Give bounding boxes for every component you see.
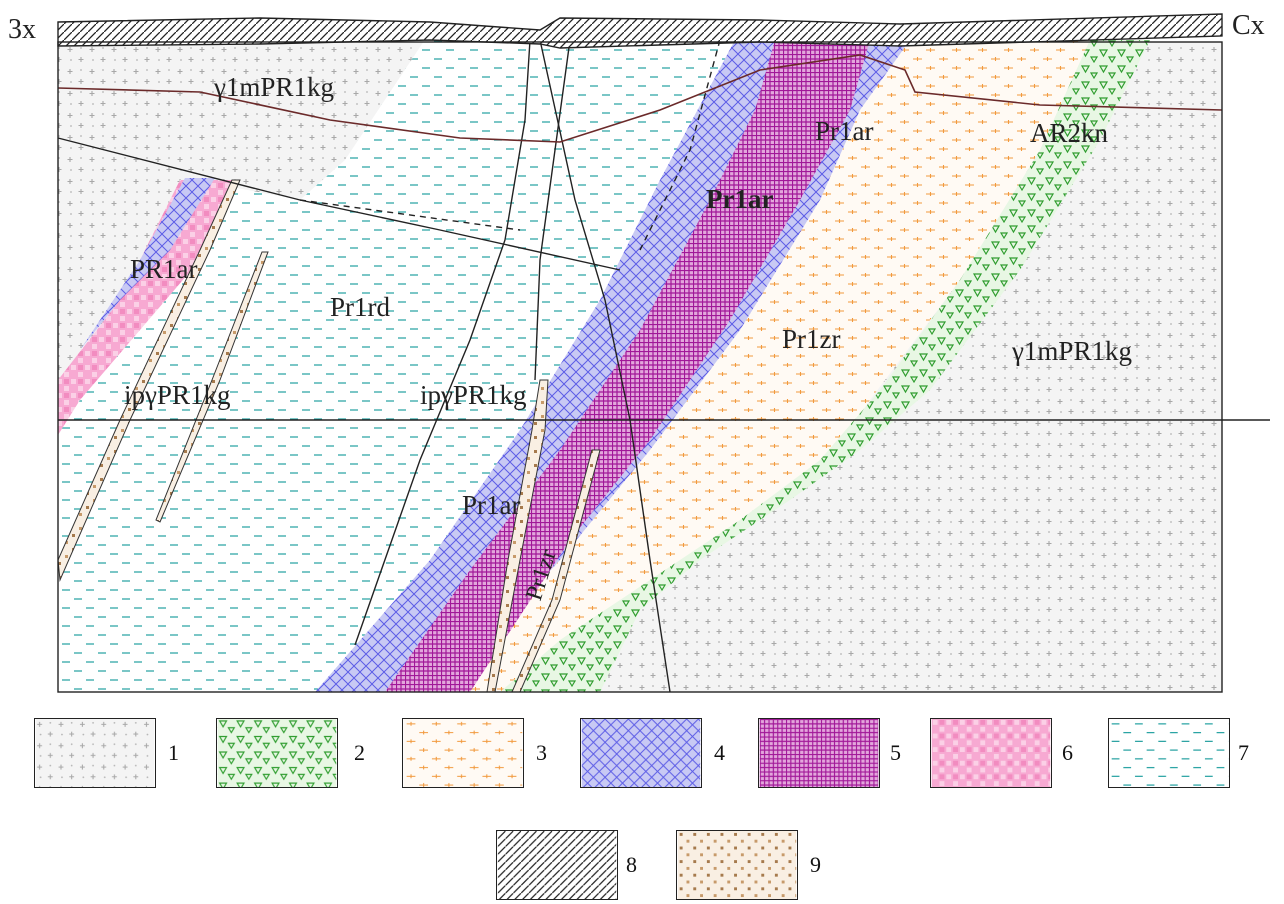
legend-number: 8	[626, 852, 637, 877]
unit-label-ar-left: PR1ar	[130, 254, 198, 284]
legend-swatch-4	[580, 718, 702, 788]
unit-label-rd: Pr1rd	[330, 292, 390, 322]
unit-ar-pink	[58, 180, 235, 435]
legend-number: 1	[168, 740, 179, 765]
legend-number: 6	[1062, 740, 1073, 765]
legend-swatch-3	[402, 718, 524, 788]
unit-label-ar-upper: Pr1ar	[815, 116, 874, 146]
legend-number: 3	[536, 740, 547, 765]
legend-number: 7	[1238, 740, 1249, 765]
legend-swatch-9	[676, 830, 798, 900]
legend-swatch-5	[758, 718, 880, 788]
corner-label-left: 3x	[8, 14, 36, 45]
legend-swatch-2	[216, 718, 338, 788]
unit-label-ar-magenta: Pr1ar	[706, 184, 774, 214]
legend-swatch-1	[34, 718, 156, 788]
unit-ar-magenta	[385, 40, 870, 692]
unit-label-ar-lower: Pr1ar	[462, 490, 521, 520]
dyke-brown-left	[57, 179, 241, 582]
legend-number: 5	[890, 740, 901, 765]
dyke-brown-center	[486, 379, 549, 693]
unit-label-granite-right: γ1mPR1kg	[1012, 336, 1132, 366]
legend-swatch-8	[496, 830, 618, 900]
unit-label-ipg-center: ipγPR1kg	[420, 380, 527, 410]
legend-swatch-7	[1108, 718, 1230, 788]
unit-label-ipg-left: ipγPR1kg	[124, 380, 231, 410]
corner-label-right: Cx	[1232, 10, 1265, 41]
legend-number: 2	[354, 740, 365, 765]
unit-green-band	[500, 40, 1150, 692]
legend-number: 4	[714, 740, 725, 765]
unit-label-zr: Pr1zr	[782, 324, 841, 354]
unit-zr-orange	[440, 40, 1090, 692]
fault-lines	[57, 39, 1270, 693]
erosion-line	[57, 54, 1223, 143]
dyke-brown-left-2	[155, 251, 269, 523]
legend-number: 9	[810, 852, 821, 877]
unit-label-granite-top: γ1mPR1kg	[214, 72, 334, 102]
section-frame	[57, 41, 1223, 693]
legend-swatch-6	[930, 718, 1052, 788]
unit-ar-blue-left	[80, 178, 215, 350]
unit-rd-teal-lower-left	[58, 420, 320, 692]
unit-label-kn: AR2kn	[1030, 118, 1109, 148]
